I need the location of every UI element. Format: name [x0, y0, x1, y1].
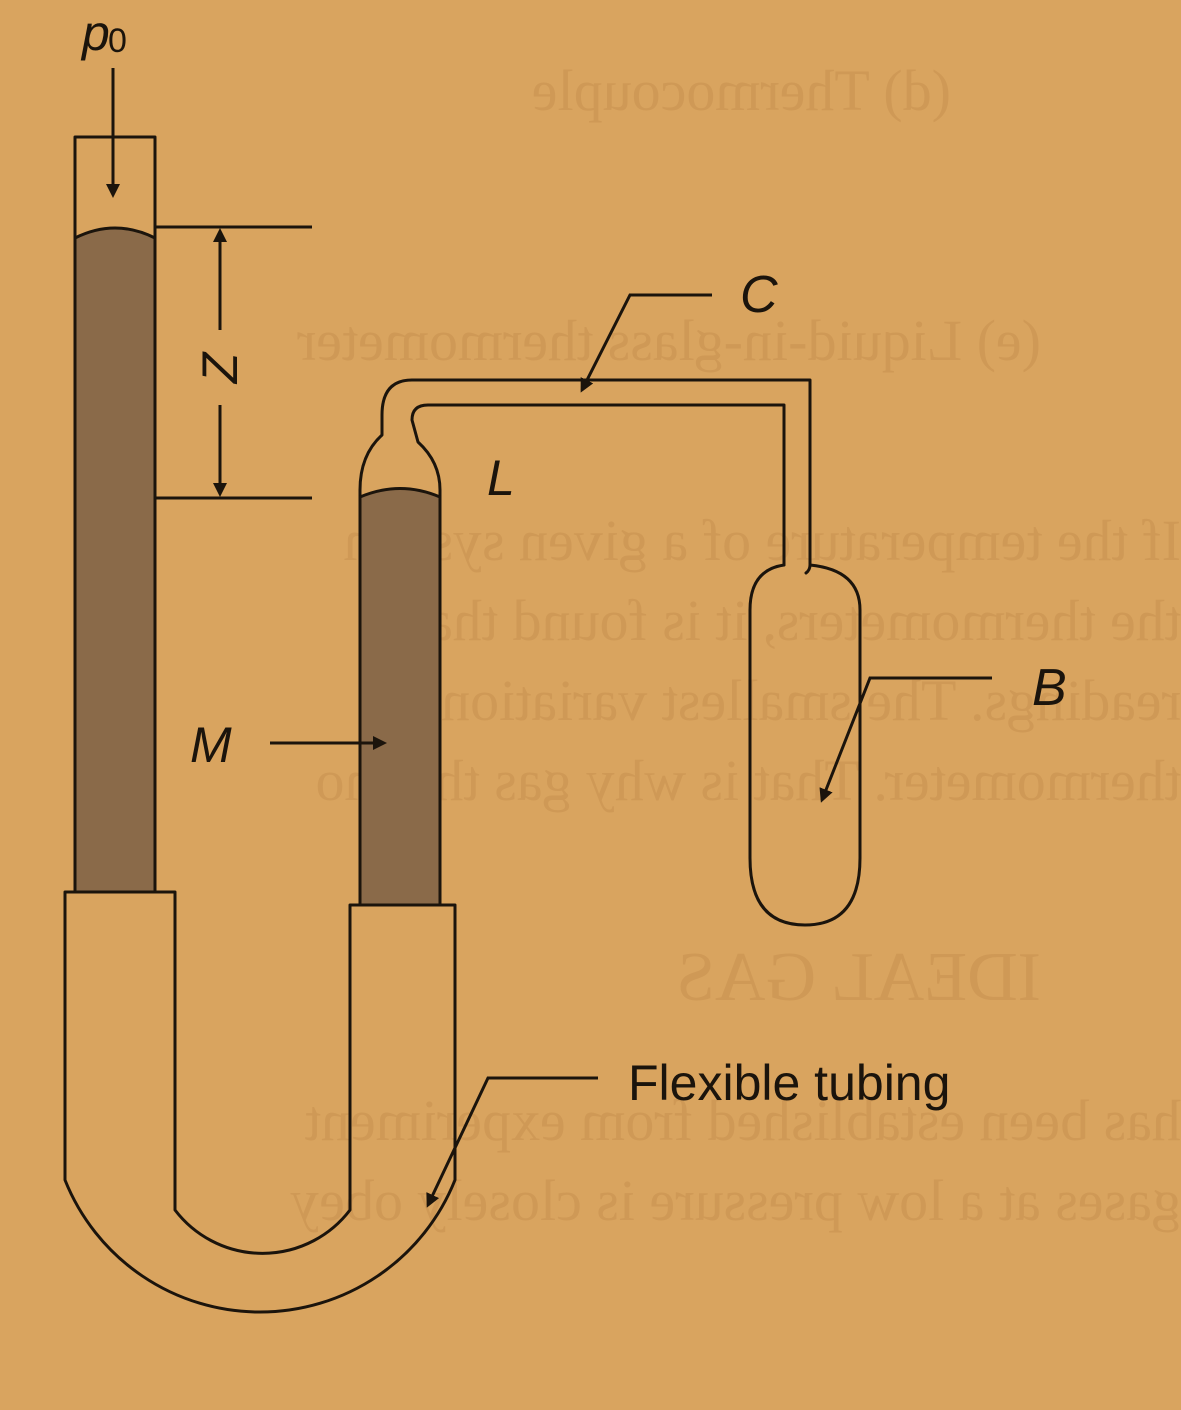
capillary-inner-wall — [410, 403, 786, 907]
svg-text:thermometer. That is why gas t: thermometer. That is why gas thermo — [315, 748, 1181, 813]
svg-text:has been established from expe: has been established from experiment — [305, 1088, 1181, 1153]
c-leader — [580, 293, 712, 393]
c-label: C — [740, 266, 778, 324]
svg-text:IDEAL GAS: IDEAL GAS — [676, 939, 1041, 1016]
svg-text:(d) Thermocouple: (d) Thermocouple — [532, 58, 951, 123]
gas-bulb — [748, 563, 862, 927]
flexible-tubing-leader — [426, 1076, 598, 1208]
left-mercury-column — [73, 226, 157, 894]
flexible-tubing — [63, 890, 457, 1314]
svg-text:(e) Liquid-in-glass thermomete: (e) Liquid-in-glass thermometer — [297, 308, 1041, 373]
z-label: Z — [192, 351, 248, 384]
flexible-tubing-label: Flexible tubing — [628, 1055, 950, 1111]
p0-label: p — [80, 5, 110, 61]
right-glass-tube — [358, 378, 812, 907]
b-leader — [819, 676, 992, 803]
svg-text:If the temperature of a given: If the temperature of a given system — [344, 508, 1181, 573]
b-label: B — [1032, 659, 1067, 717]
right-mercury-column — [358, 487, 442, 907]
l-label: L — [487, 450, 515, 506]
m-label: M — [190, 717, 232, 773]
svg-text:the thermometers, it is found: the thermometers, it is found that — [411, 588, 1181, 653]
svg-text:gases at a low pressure is clo: gases at a low pressure is closely obey — [290, 1168, 1181, 1233]
svg-text:readings. The smallest variati: readings. The smallest variation — [441, 668, 1181, 733]
p0-subscript: 0 — [108, 22, 127, 60]
